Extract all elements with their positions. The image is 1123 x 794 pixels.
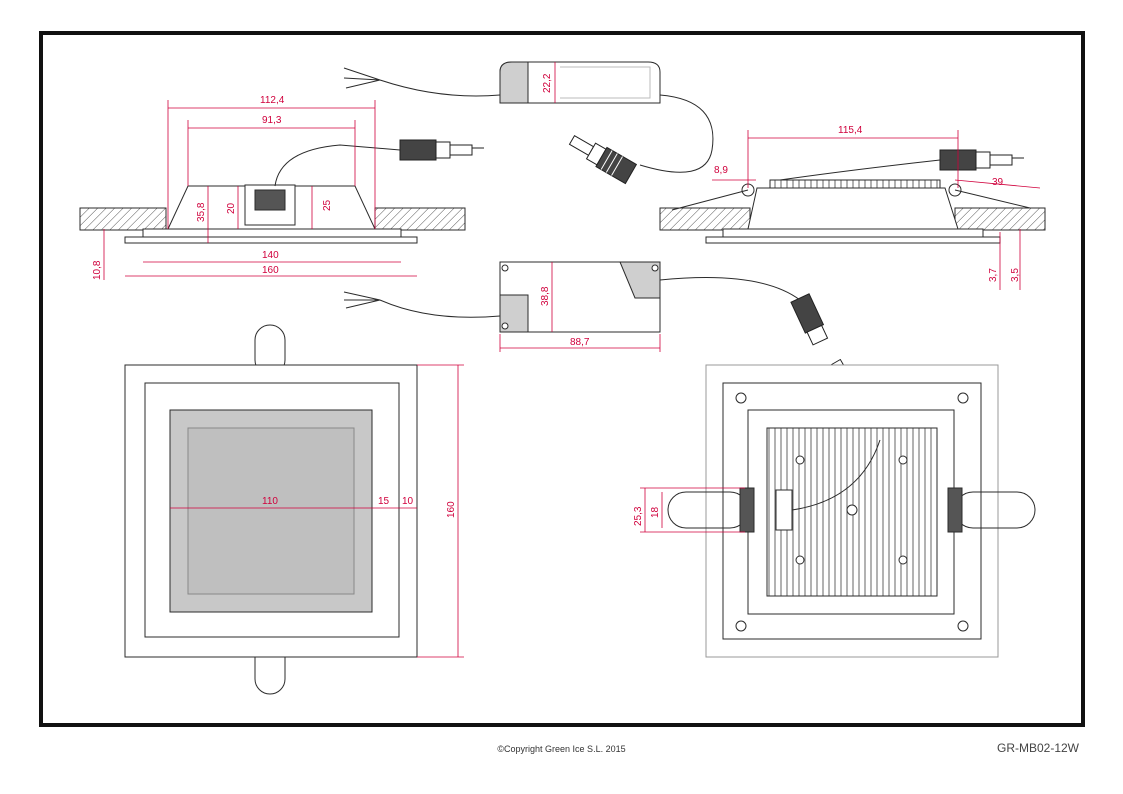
driver-bottom — [343, 261, 801, 333]
dimensions-front-view — [170, 364, 464, 658]
copyright-text: ©Copyright Green Ice S.L. 2015 — [497, 744, 626, 754]
dimensions-bottom-driver — [499, 262, 661, 352]
connector-right — [939, 149, 1024, 171]
front-view — [124, 324, 418, 695]
front-panel-label: 110 — [262, 496, 278, 507]
back-spring-height-label: 25,3 — [633, 506, 644, 526]
dimensions-back-view — [640, 487, 745, 533]
left-glass-width-label: 140 — [262, 250, 279, 261]
left-frame-width-label: 160 — [262, 265, 279, 276]
right-glass-thickness-label: 3,7 — [988, 268, 999, 282]
back-view — [667, 364, 1036, 658]
left-height-inner-label: 25 — [322, 199, 333, 211]
front-outer-border-label: 10 — [402, 496, 414, 507]
left-body-width-label: 91,3 — [262, 115, 282, 126]
front-overall-label: 160 — [446, 501, 457, 518]
left-height-mid-label: 20 — [226, 202, 237, 214]
side-view-right — [659, 159, 1046, 244]
back-spring-inner-label: 18 — [650, 506, 661, 518]
right-spring-offset-label: 8,9 — [714, 165, 728, 176]
connector-left — [399, 139, 484, 161]
right-body-width-label: 115,4 — [838, 125, 863, 136]
dimensions-left-view — [103, 100, 417, 280]
left-overall-width-label: 112,4 — [260, 95, 285, 106]
driver-top — [343, 61, 714, 173]
drawing-frame — [39, 31, 1085, 727]
connector-top-driver — [568, 134, 638, 185]
side-view-left — [79, 144, 466, 244]
driver-bottom-height-label: 38,8 — [540, 286, 551, 306]
left-frame-height-label: 10,8 — [92, 260, 103, 280]
driver-bottom-length-label: 88,7 — [570, 337, 590, 348]
front-inner-border-label: 15 — [378, 496, 390, 507]
left-height-total-label: 35,8 — [196, 202, 207, 222]
dimensions-right-view — [712, 130, 1041, 290]
driver-top-height-label: 22,2 — [542, 73, 553, 93]
model-number: GR-MB02-12W — [996, 741, 1079, 755]
right-frame-thickness-label: 3,5 — [1010, 268, 1021, 282]
right-spring-length-label: 39 — [992, 177, 1004, 188]
